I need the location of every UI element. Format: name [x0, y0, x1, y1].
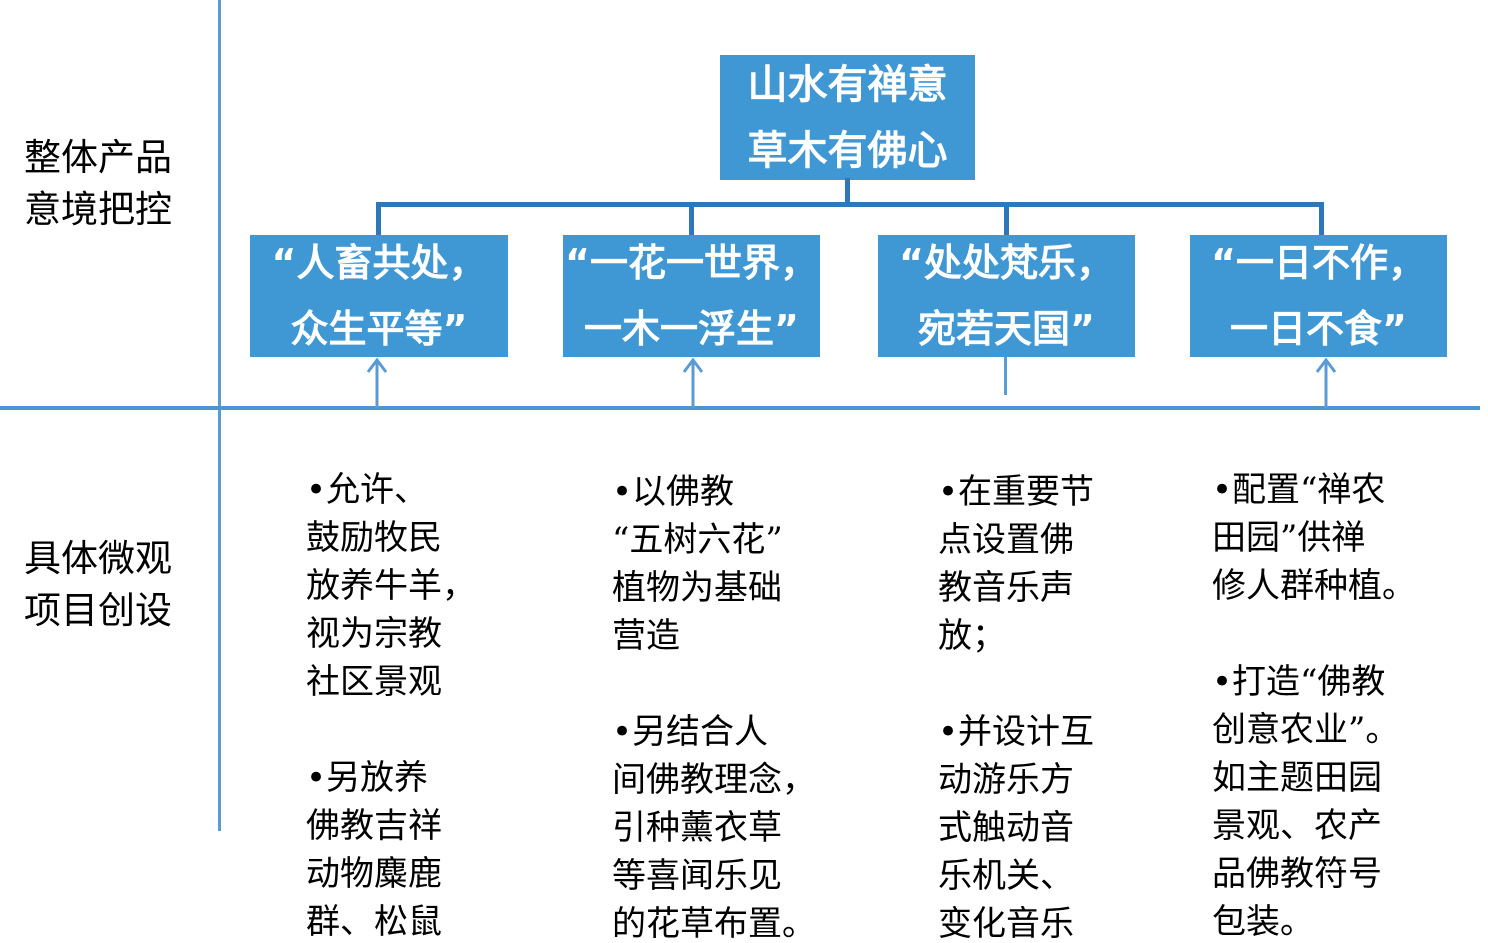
bullet-item: •在重要节 点设置佛 教音乐声 放；: [938, 472, 1095, 656]
branch-node-2: “一花一世界， 一木一浮生”: [563, 235, 820, 357]
bullet-item: •以佛教 “五树六花” 植物为基础 营造: [612, 472, 783, 656]
bullet-item: •打造“佛教 创意农业”。 如主题田园 景观、农产 品佛教符号 包装。: [1212, 662, 1400, 942]
up-arrow-icon: [366, 357, 388, 408]
up-arrow-icon: [1315, 357, 1337, 408]
bullet-list-1: •允许、 鼓励牧民 放养牛羊， 视为宗教 社区景观 •另放养 佛教吉祥 动物麋鹿…: [306, 418, 566, 943]
bullet-item: •允许、 鼓励牧民 放养牛羊， 视为宗教 社区景观: [306, 470, 476, 702]
section-label-detail: 具体微观 项目创设: [24, 537, 172, 632]
bullet-item: •另结合人 间佛教理念， 引种薰衣草 等喜闻乐见 的花草布置。: [612, 712, 816, 943]
bullet-item: •并设计互 动游乐方 式触动音 乐机关、 变化音乐 曲目。: [938, 712, 1095, 943]
connector-horizontal: [376, 202, 1324, 207]
root-node: 山水有禅意 草木有佛心: [720, 55, 975, 180]
branch-node-3: “处处梵乐， 宛若天国”: [878, 235, 1135, 357]
bullet-item: •配置“禅农 田园”供禅 修人群种植。: [1212, 470, 1416, 606]
branch-node-4: “一日不作， 一日不食”: [1190, 235, 1447, 357]
up-arrow-icon: [682, 357, 704, 408]
branch-node-1: “人畜共处， 众生平等”: [250, 235, 508, 357]
section-divider-line: [0, 406, 1480, 410]
connector-stem: [845, 178, 850, 205]
connector-line-3: [1004, 357, 1007, 395]
bullet-list-3: •在重要节 点设置佛 教音乐声 放； •并设计互 动游乐方 式触动音 乐机关、 …: [938, 420, 1188, 943]
bullet-list-2: •以佛教 “五树六花” 植物为基础 营造 •另结合人 间佛教理念， 引种薰衣草 …: [612, 420, 870, 943]
bullet-list-4: •配置“禅农 田园”供禅 修人群种植。 •打造“佛教 创意农业”。 如主题田园 …: [1212, 418, 1476, 943]
connector-drop-2: [689, 202, 694, 236]
connector-drop-1: [376, 202, 381, 236]
section-label-overall: 整体产品 意境把控: [24, 136, 172, 231]
left-axis-line: [218, 0, 221, 831]
connector-drop-4: [1319, 202, 1324, 236]
bullet-item: •另放养 佛教吉祥 动物麋鹿 群、松鼠 群若干: [306, 758, 442, 942]
connector-drop-3: [1004, 202, 1009, 236]
